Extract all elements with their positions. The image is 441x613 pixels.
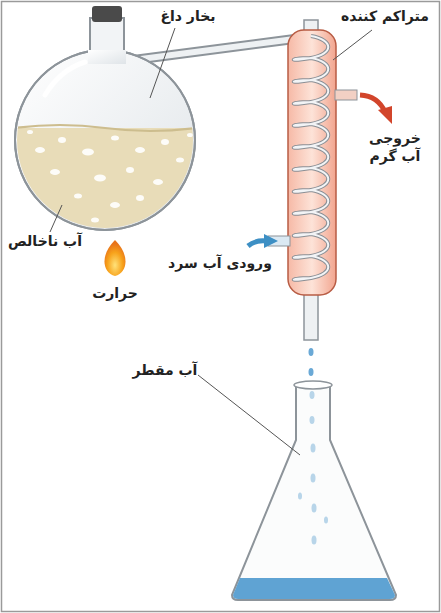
inlet-label: ورودی آب سرد (168, 255, 272, 273)
condenser-coil (294, 36, 329, 280)
condenser-coil (294, 36, 329, 280)
impure-water-label: آب ناخالص (8, 233, 82, 251)
distilled-water-label: آب مقطر (133, 362, 198, 380)
outlet-label: خروجی آب گرم (365, 130, 425, 165)
vapor-label: بخار داغ (160, 8, 215, 26)
condenser-label: متراکم کننده (341, 8, 429, 26)
heat-label: حرارت (92, 285, 138, 303)
